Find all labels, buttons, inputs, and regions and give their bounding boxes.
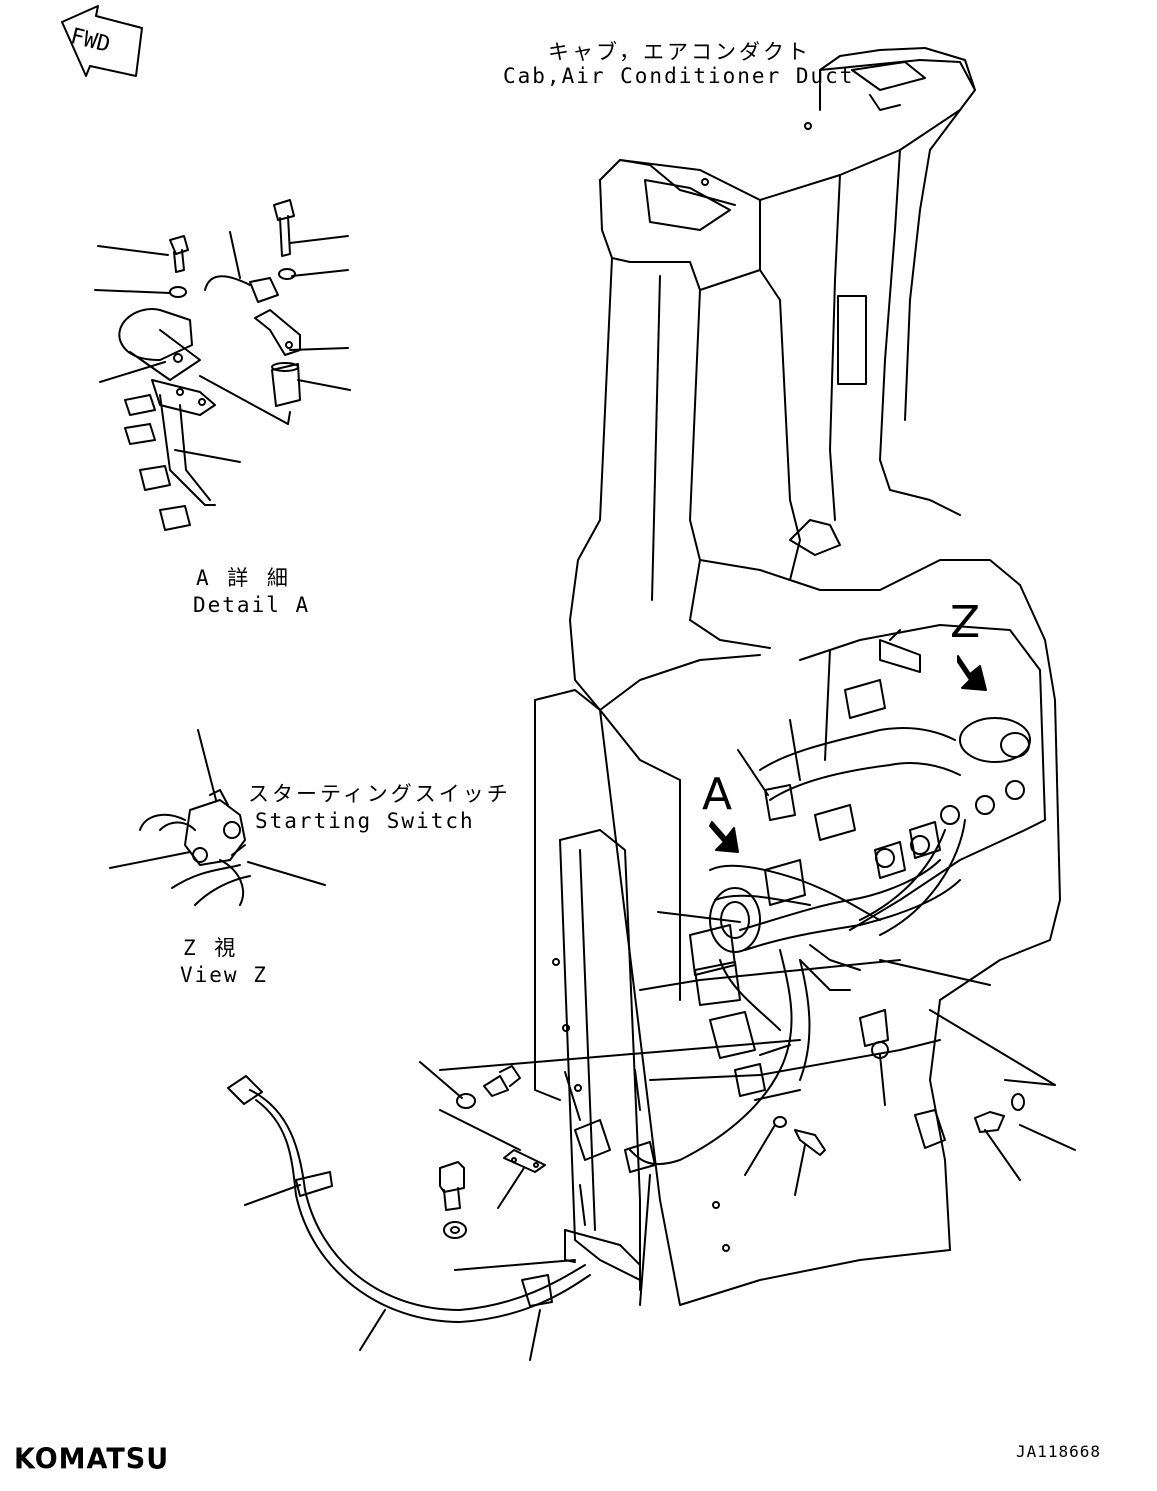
starting-switch-label-jp: スターティングスイッチ (248, 782, 511, 806)
fwd-arrow-icon (61, 5, 143, 77)
bolt-right-a (773, 1116, 826, 1156)
duct-label-en: Cab,Air Conditioner Duct (503, 64, 855, 88)
view-z-label-jp: Z 視 (183, 936, 239, 960)
wiring-harness (574, 629, 1031, 1173)
bracket-small (503, 1149, 546, 1173)
detail-a-label-en: Detail A (193, 593, 311, 617)
bolt-right-b (974, 1093, 1025, 1133)
callout-z-label: Z (950, 597, 981, 648)
main-view-leader-lines (244, 719, 1076, 1361)
duct-label-jp: キャブ，エアコンダクト (548, 40, 811, 64)
komatsu-logo: KOMATSU (14, 1443, 170, 1476)
starting-switch-label-en: Starting Switch (255, 809, 475, 833)
view-z-label-en: View Z (180, 963, 268, 987)
bolt-near-console (456, 1065, 521, 1109)
sub-harness-with-clamps (227, 1075, 591, 1323)
cab-console-panel (534, 584, 1061, 1306)
callout-a-label: A (702, 769, 733, 820)
callout-arrow-z-icon (957, 655, 987, 691)
bolt-hex-head (439, 1161, 467, 1239)
drawing-number: JA118668 (1016, 1442, 1102, 1461)
detail-a-exploded-view (94, 199, 351, 531)
air-conditioner-duct (569, 47, 1021, 711)
callout-arrow-a-icon (709, 821, 739, 853)
view-z-starting-switch (109, 729, 326, 906)
detail-a-label-jp: A 詳 細 (196, 566, 291, 590)
sheet-outline (564, 1229, 576, 1263)
